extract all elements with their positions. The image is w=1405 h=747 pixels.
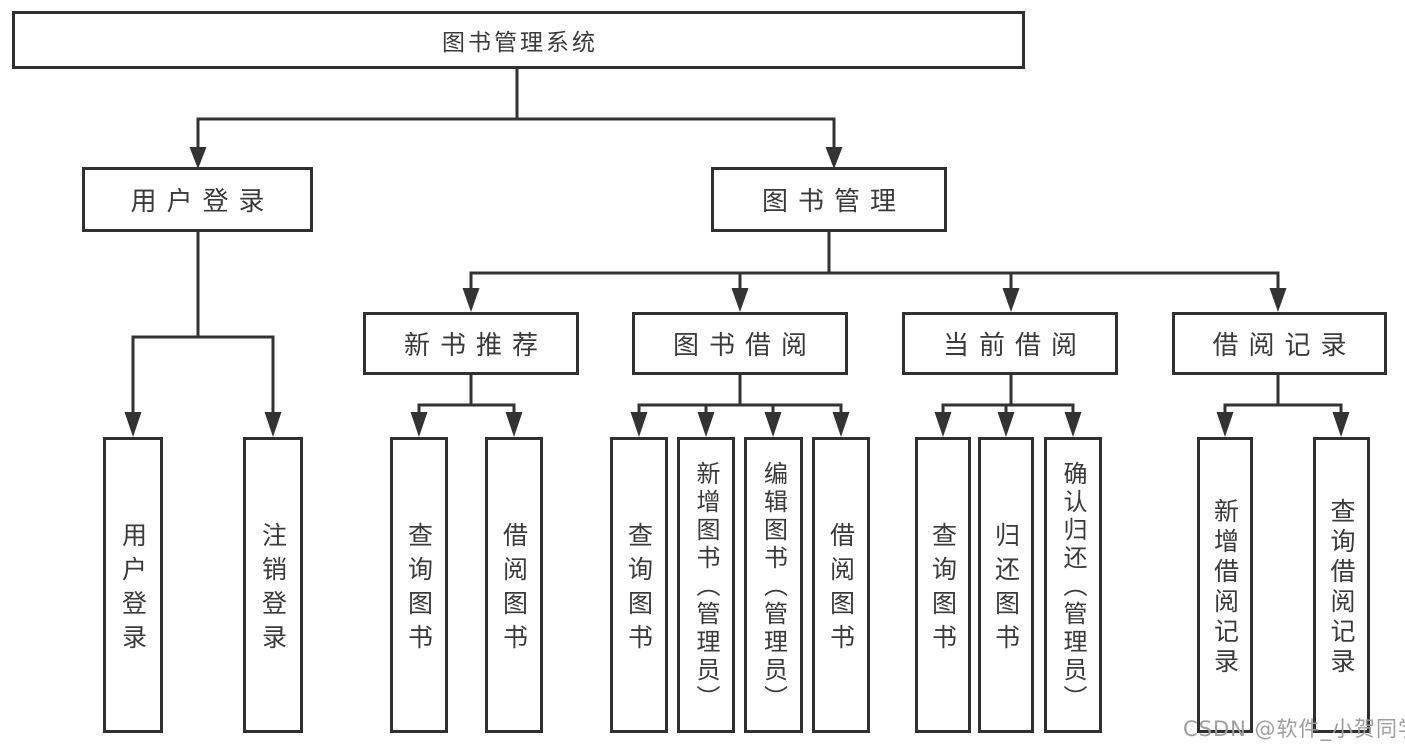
node-label: 新增借阅记录 [1210, 497, 1240, 678]
node-label: 借阅图书 [499, 521, 529, 658]
node-label: 用户登录 [130, 187, 275, 217]
node-root: 图书管理系统 [12, 11, 1025, 69]
node-label: 借阅图书 [826, 521, 856, 658]
node-label: 用户登录 [118, 521, 148, 658]
node-new-book-recommend: 新书推荐 [363, 312, 579, 375]
node-label: 查询图书 [928, 521, 958, 658]
csdn-watermark: CSDN @软件_小贺同学 [1183, 717, 1405, 741]
node-label: 确认归还（管理员） [1059, 461, 1087, 713]
node-book-management: 图书管理 [711, 167, 947, 232]
node-label: 图书借阅 [672, 331, 817, 361]
leaf-query-book-borrow: 查询图书 [610, 437, 668, 733]
node-label: 图书管理系统 [442, 30, 598, 56]
leaf-borrow-book-recommend: 借阅图书 [485, 437, 543, 733]
leaf-query-book-recommend: 查询图书 [390, 437, 448, 733]
leaf-confirm-return-admin: 确认归还（管理员） [1044, 437, 1102, 733]
leaf-query-book-current: 查询图书 [915, 437, 971, 733]
node-label: 图书管理 [761, 187, 906, 217]
node-label: 当前借阅 [942, 331, 1087, 361]
node-label: 编辑图书（管理员） [759, 461, 788, 713]
leaf-return-book: 归还图书 [978, 437, 1034, 733]
node-label: 查询图书 [624, 521, 654, 658]
leaf-add-book-admin: 新增图书（管理员） [677, 437, 735, 733]
leaf-borrow-book: 借阅图书 [812, 437, 870, 733]
leaf-query-borrow-record: 查询借阅记录 [1313, 437, 1370, 733]
node-label: 借阅记录 [1212, 331, 1357, 361]
node-label: 查询借阅记录 [1327, 497, 1356, 678]
leaf-add-borrow-record: 新增借阅记录 [1197, 437, 1253, 733]
node-label: 新书推荐 [403, 331, 548, 361]
node-label: 注销登录 [258, 521, 288, 658]
node-book-borrow: 图书借阅 [632, 312, 848, 375]
leaf-logout: 注销登录 [243, 437, 303, 733]
node-user-login: 用户登录 [82, 167, 313, 232]
node-label: 查询图书 [404, 521, 434, 658]
node-borrow-record: 借阅记录 [1172, 312, 1387, 375]
node-label: 归还图书 [991, 521, 1021, 658]
node-label: 新增图书（管理员） [692, 461, 720, 713]
leaf-user-login: 用户登录 [103, 437, 163, 733]
leaf-edit-book-admin: 编辑图书（管理员） [744, 437, 803, 733]
node-current-borrow: 当前借阅 [902, 312, 1118, 375]
